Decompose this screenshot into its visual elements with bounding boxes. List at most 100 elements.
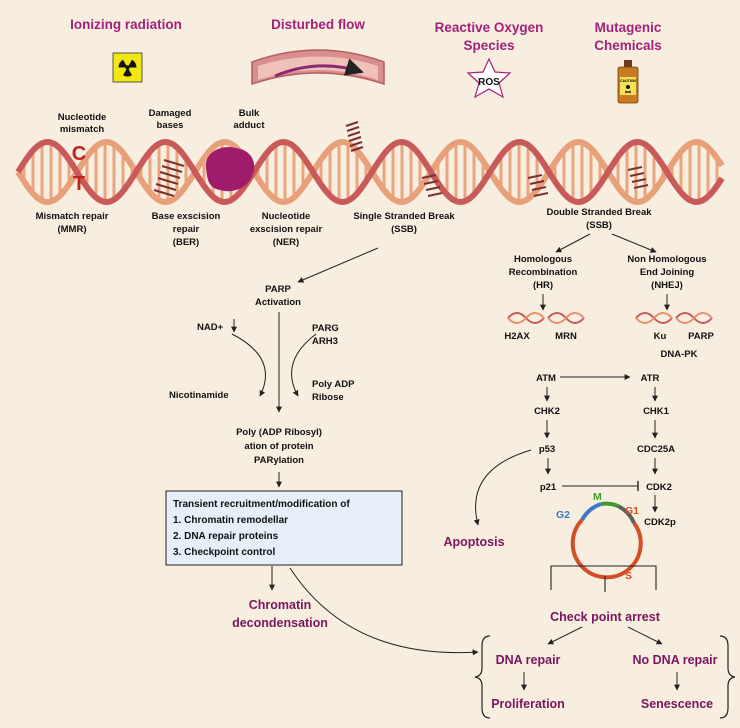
right-brace [719,635,736,719]
single-strand-break-icon [345,121,364,152]
parylation-line1: Poly (ADP Ribosyl) [236,427,322,438]
parg-label: PARG [312,323,339,334]
phase-m: M [593,491,602,503]
ros-heading-line2: Species [463,38,514,53]
bulk-adduct-line2: adduct [233,120,265,131]
hr-line2: Recombination [509,267,578,278]
mutagenic-heading-line1: Mutagenic [595,20,662,35]
chromatin-line1: Chromatin [249,598,312,612]
parp-nhej-label: PARP [688,331,714,342]
bulk-adduct-blob [205,146,255,192]
proliferation-label: Proliferation [491,697,565,711]
ssb-line2: (SSB) [391,224,417,235]
dna-repair-label: DNA repair [496,653,561,667]
caution-label: CAUTION [620,79,636,83]
dsb-to-hr-arrow [555,233,591,253]
parg-curve-arrow [291,333,317,397]
hr-line3: (HR) [533,280,553,291]
nad-curve-arrow [231,333,266,397]
nucleotide-mismatch-line2: mismatch [60,124,105,135]
ssb-to-parp-arrow [297,247,379,283]
cdk2-label: CDK2 [646,482,672,493]
no-dna-repair-label: No DNA repair [633,653,718,667]
p53-label: p53 [539,444,555,455]
chemical-bottle-icon: CAUTION [617,60,639,104]
ner-line3: (NER) [273,237,299,248]
checkpoint-to-norepair-arrow [627,626,663,645]
nhej-line2: End Joining [640,267,695,278]
p21-label: p21 [540,482,557,493]
box-line1: Transient recruitment/modification of [173,499,350,510]
ssb-line1: Single Stranded Break [353,211,455,222]
disturbed-flow-label: Disturbed flow [271,17,365,32]
damaged-bases-line2: bases [157,120,184,131]
bulk-adduct-line1: Bulk [239,108,260,119]
mrn-label: MRN [555,331,577,342]
atm-label: ATM [536,373,556,384]
nucleotide-mismatch-line1: Nucleotide [58,112,107,123]
chk1-label: CHK1 [643,406,670,417]
ku-label: Ku [654,331,667,342]
dna-double-helix [15,138,725,206]
arh3-label: ARH3 [312,336,338,347]
double-strand-break-icon [421,166,649,197]
chk2-label: CHK2 [534,406,560,417]
ner-line2: exscision repair [250,224,323,235]
parylation-line3: PARylation [254,455,304,466]
left-brace [474,635,491,719]
ros-star-icon: ROS [466,57,512,99]
chromatin-line2: decondensation [232,616,328,630]
cell-cycle-ring [570,501,643,580]
parylation-line2: ation of protein [244,441,313,452]
phase-g2: G2 [556,509,570,521]
mmr-line2: (MMR) [57,224,86,235]
mmr-line1: Mismatch repair [36,211,109,222]
par-line1: Poly ADP [312,379,355,390]
blood-vessel-icon [251,49,385,86]
nhej-mini-dna-icon [635,312,713,324]
senescence-label: Senescence [641,697,713,711]
mismatch-letter-c: C [72,143,86,165]
parp-line1: PARP [265,284,291,295]
dna-pk-label: DNA-PK [661,349,698,360]
transient-recruitment-box [165,490,403,566]
mismatch-letter-t: T [73,173,85,195]
cdc25a-label: CDC25A [637,444,675,455]
dsb-to-nhej-arrow [611,233,657,253]
box-to-repair-curve-arrow [289,567,479,656]
par-line2: Ribose [312,392,344,403]
p53-to-apoptosis-arrow [473,449,532,526]
checkpoint-to-repair-arrow [547,626,583,645]
ros-text: ROS [478,77,500,88]
checkpoint-bracket [550,565,657,592]
box-line2: 1. Chromatin remodellar [173,515,288,526]
nicotinamide-label: Nicotinamide [169,390,229,401]
nad-label: NAD+ [197,322,224,333]
mutagenic-heading-line2: Chemicals [594,38,662,53]
checkpoint-arrest-label: Check point arrest [550,610,661,624]
parp-line2: Activation [255,297,301,308]
hr-mini-dna-icon [507,312,585,324]
dsb-line2: (SSB) [586,220,612,231]
ros-heading-line1: Reactive Oxygen [435,20,544,35]
box-line4: 3. Checkpoint control [173,547,275,558]
radiation-icon [112,52,143,83]
ber-line3: (BER) [173,237,199,248]
ionizing-radiation-label: Ionizing radiation [70,17,182,32]
ber-line2: repair [173,224,200,235]
damaged-bases-line1: Damaged [149,108,192,119]
nhej-line3: (NHEJ) [651,280,683,291]
ner-line1: Nucleotide [262,211,311,222]
hr-line1: Homologous [514,254,572,265]
phase-s: S [625,570,632,582]
cdk2p-label: CDK2p [644,517,676,528]
atr-label: ATR [641,373,660,384]
apoptosis-label: Apoptosis [443,535,504,549]
h2ax-label: H2AX [504,331,530,342]
dsb-line1: Double Stranded Break [546,207,652,218]
box-line3: 2. DNA repair proteins [173,531,279,542]
nhej-line1: Non Homologous [627,254,706,265]
damaged-bases-icon [153,159,185,197]
